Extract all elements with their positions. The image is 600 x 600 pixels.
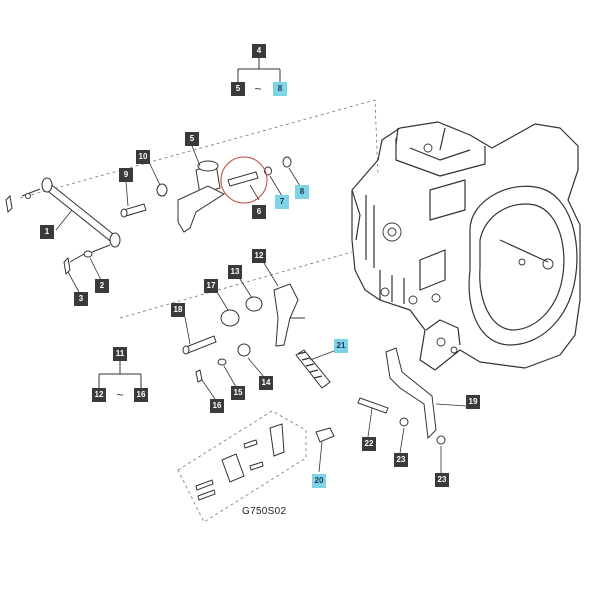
transmission-housing bbox=[351, 121, 581, 371]
dashed-boundary bbox=[19, 99, 379, 523]
callout-16: 16 bbox=[210, 399, 224, 413]
callout-22: 22 bbox=[362, 437, 376, 451]
housing-details bbox=[380, 143, 554, 354]
callout-17: 17 bbox=[204, 279, 218, 293]
callout-7: 7 bbox=[275, 195, 289, 209]
part-pin-washer bbox=[63, 244, 111, 276]
callout-2: 2 bbox=[95, 279, 109, 293]
range-separator-2: ~ bbox=[116, 388, 124, 402]
callout-6: 6 bbox=[252, 205, 266, 219]
callout-19: 19 bbox=[466, 395, 480, 409]
callout-13: 13 bbox=[228, 265, 242, 279]
callout-14: 14 bbox=[259, 376, 273, 390]
callout-8-range-end: 8 bbox=[273, 82, 287, 96]
callout-15: 15 bbox=[231, 386, 245, 400]
part-rod bbox=[5, 177, 121, 248]
callout-3: 3 bbox=[74, 292, 88, 306]
spring-coils bbox=[297, 351, 323, 379]
callout-21: 21 bbox=[334, 339, 348, 353]
callout-18: 18 bbox=[171, 303, 185, 317]
callout-1: 1 bbox=[40, 225, 54, 239]
bracket-11 bbox=[98, 361, 142, 388]
callout-10: 10 bbox=[136, 150, 150, 164]
callout-12: 12 bbox=[252, 249, 266, 263]
callout-9: 9 bbox=[119, 168, 133, 182]
callout-4: 4 bbox=[252, 44, 266, 58]
part-inset-bracket bbox=[195, 423, 285, 501]
range-separator: ~ bbox=[254, 82, 262, 96]
callout-16-range-end: 16 bbox=[134, 388, 148, 402]
callout-12-range-start: 12 bbox=[92, 388, 106, 402]
callout-20: 20 bbox=[312, 474, 326, 488]
leader-lines bbox=[55, 145, 467, 473]
callout-8: 8 bbox=[295, 185, 309, 199]
callout-23-a: 23 bbox=[394, 453, 408, 467]
bracket-4 bbox=[237, 58, 281, 82]
callout-11: 11 bbox=[113, 347, 127, 361]
highlight-circle bbox=[220, 156, 268, 204]
callout-5-range-start: 5 bbox=[231, 82, 245, 96]
part-upper-lever bbox=[120, 156, 292, 233]
callout-5: 5 bbox=[185, 132, 199, 146]
callout-23-b: 23 bbox=[435, 473, 449, 487]
drawing-code: G750S02 bbox=[242, 506, 287, 517]
